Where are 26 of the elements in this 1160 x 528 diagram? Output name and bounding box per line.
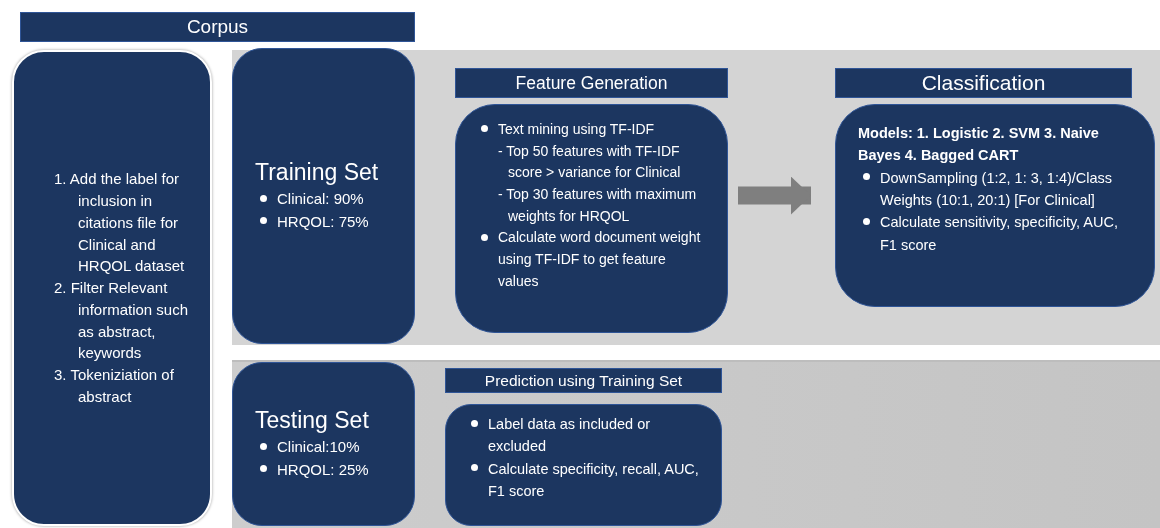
box-title: Training Set bbox=[255, 159, 380, 186]
list-item: 2. Filter Relevant information such as abstract, keywords bbox=[54, 278, 190, 364]
header-bar: Classification bbox=[835, 68, 1132, 98]
rounded-box bbox=[232, 362, 415, 526]
box-title: Testing Set bbox=[255, 407, 370, 434]
list-item: Calculate specificity, recall, AUC, F1 score bbox=[466, 457, 707, 503]
list-item: Clinical: 90% bbox=[255, 188, 400, 211]
list-item: 1. Add the label for inclusion in citations file for Clinical and HRQOL dataset bbox=[54, 169, 186, 277]
arrow bbox=[738, 176, 811, 215]
sub-item: - Top 30 features with maximum weights for HRQOL bbox=[497, 185, 698, 226]
list-item: HRQOL: 25% bbox=[255, 458, 400, 481]
header-bar: Corpus bbox=[20, 12, 415, 42]
model-list: Models: 1. Logistic 2. SVM 3. Naive Bayes 4. Bagged CART bbox=[858, 123, 1132, 167]
list-item: Calculate word document weight using TF-IDF to get feature values bbox=[476, 227, 705, 293]
header-bar: Feature Generation bbox=[455, 68, 728, 98]
list-item: Text mining using TF-IDF bbox=[476, 119, 705, 141]
list-item: Label data as included or excluded bbox=[466, 413, 707, 458]
list-item: Clinical:10% bbox=[255, 436, 400, 459]
rounded-box bbox=[232, 48, 415, 344]
rounded-box bbox=[12, 50, 212, 526]
list-item: DownSampling (1:2, 1: 3, 1:4)/Class Weights (10:1, 20:1) [For Clinical] bbox=[858, 166, 1132, 212]
list-item: 3. Tokeniziation of abstract bbox=[54, 365, 175, 407]
list-item: HRQOL: 75% bbox=[255, 210, 400, 233]
list-item: Calculate sensitivity, specificity, AUC, F1 score bbox=[858, 211, 1132, 257]
sub-item: - Top 50 features with TF-IDF score > variance for Clinical bbox=[497, 141, 682, 183]
header-bar: Prediction using Training Set bbox=[445, 368, 722, 393]
